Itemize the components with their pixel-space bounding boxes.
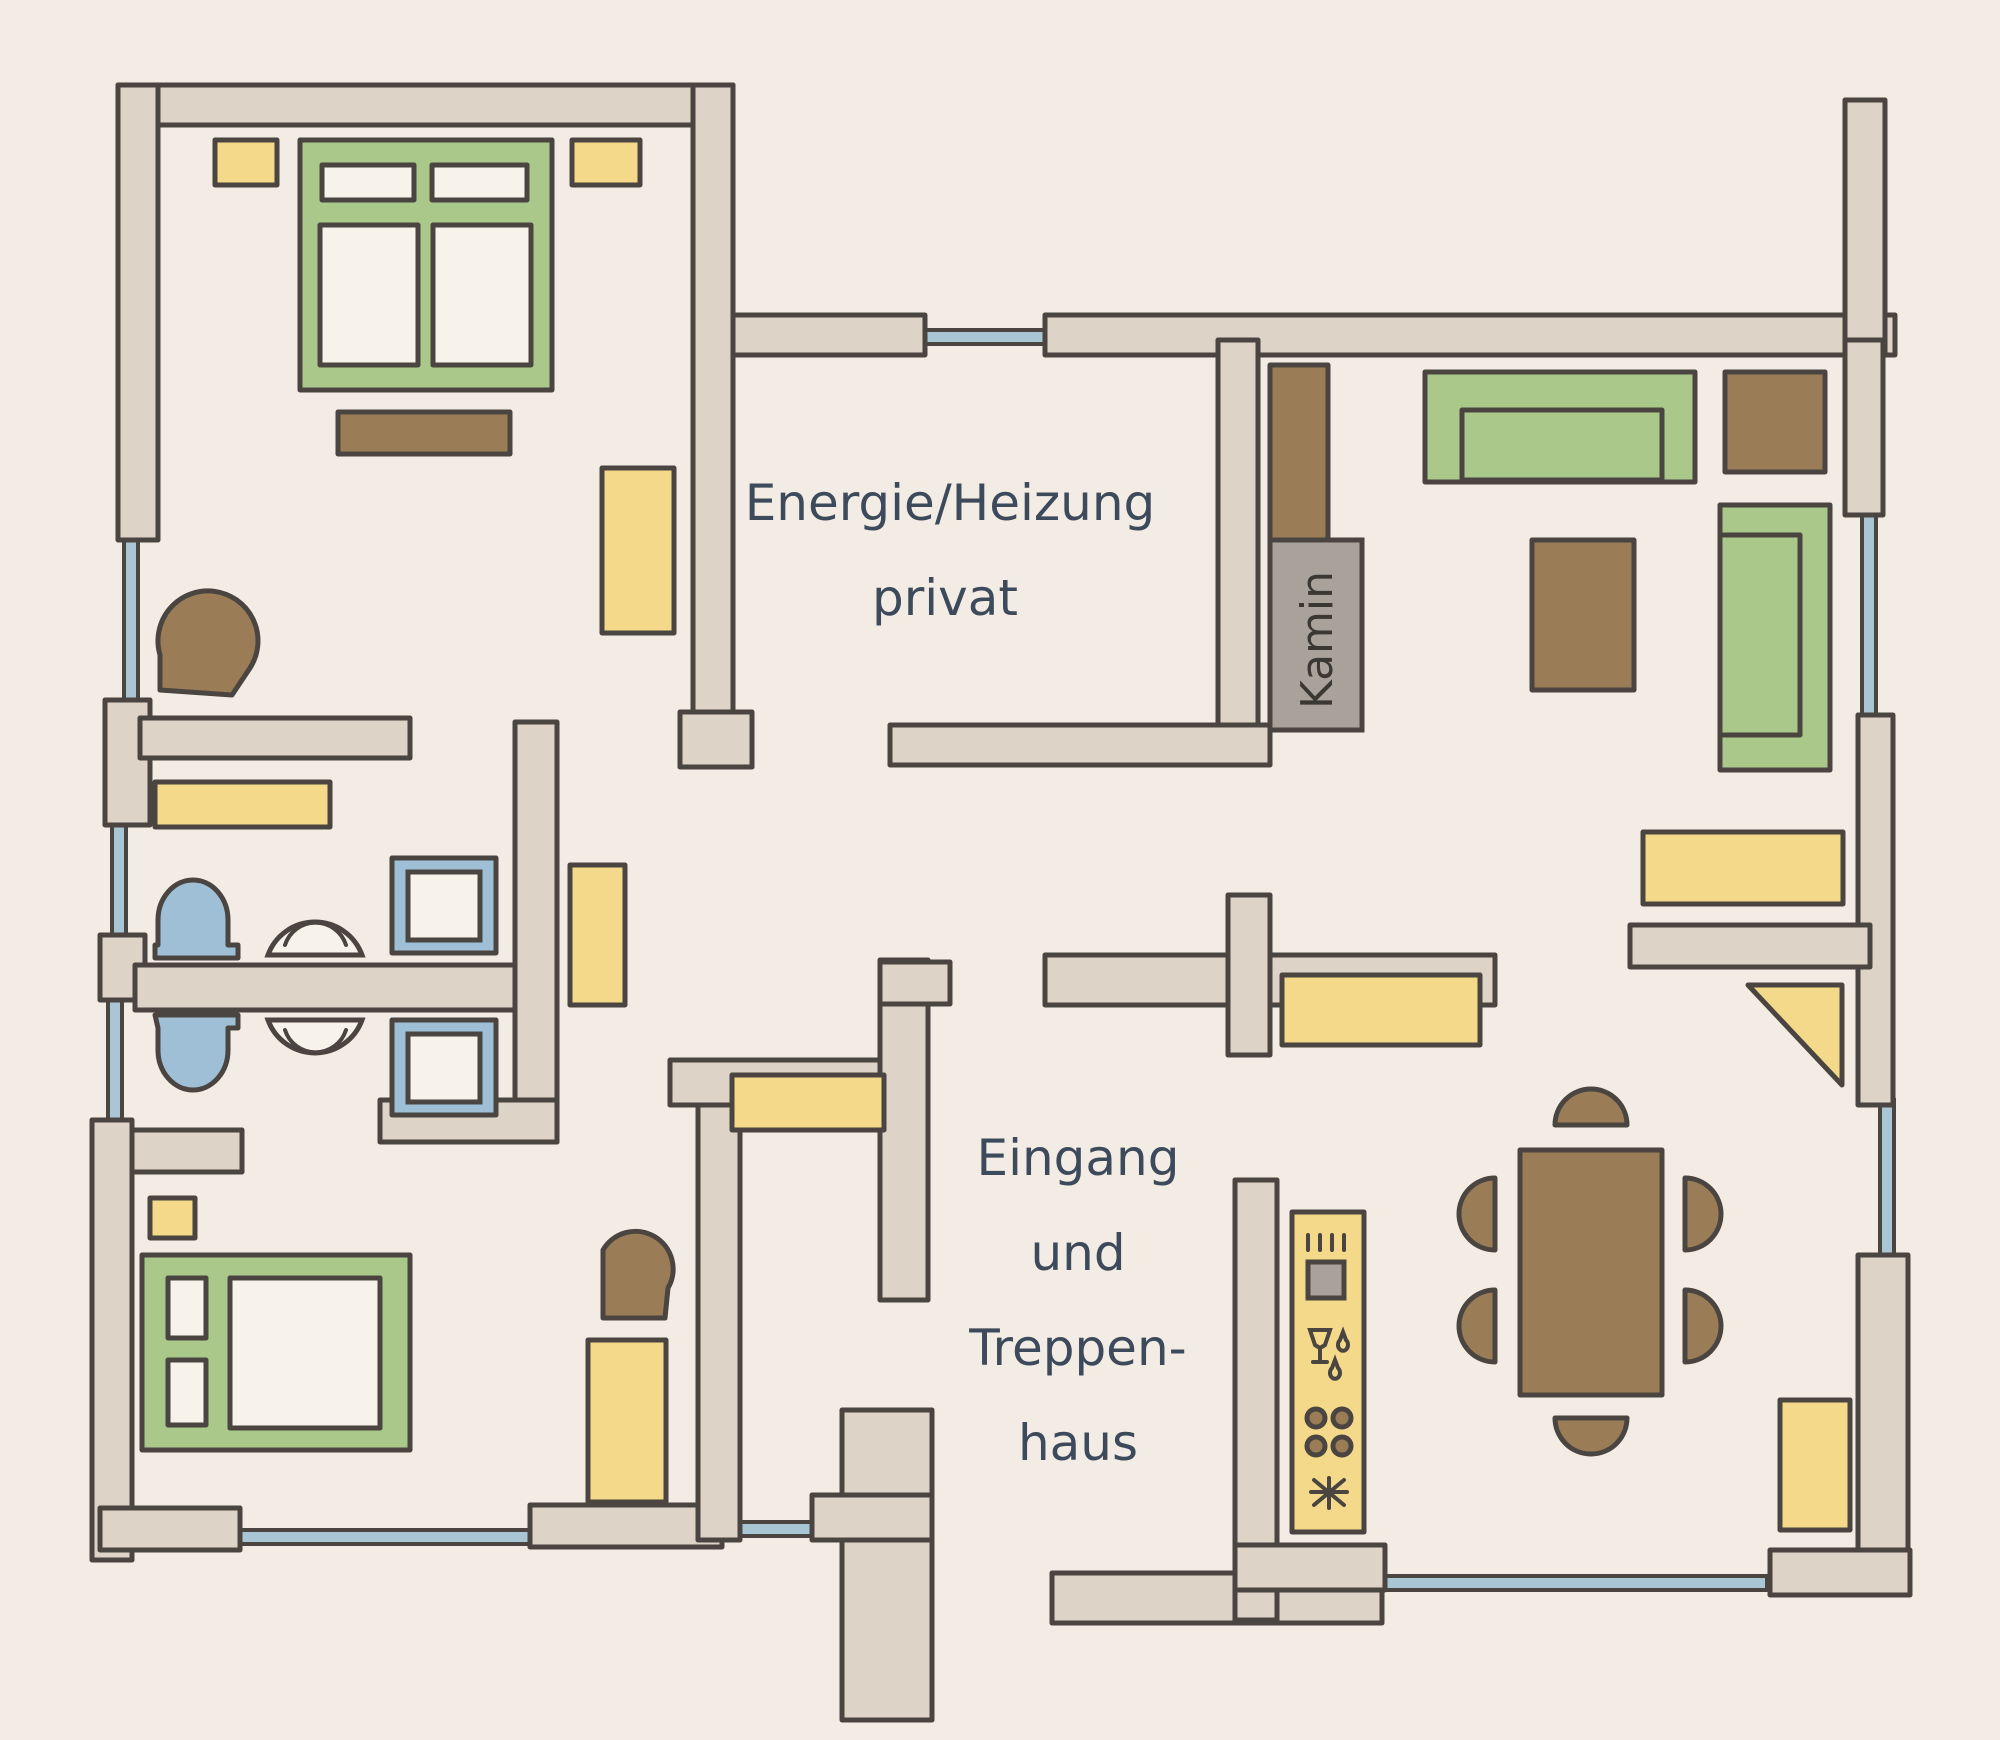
eingang-label-line4: haus [1018, 1414, 1138, 1472]
energie-label-line1: Energie/Heizung [745, 474, 1156, 532]
corner-shelf [1745, 982, 1845, 1088]
blanket-right [430, 222, 534, 368]
kamin-label: Kamin [1292, 571, 1343, 709]
nightstand-lower [147, 1195, 198, 1241]
hob-ring-4 [1330, 1434, 1354, 1458]
bathrooms [152, 779, 628, 1118]
walls [89, 82, 1913, 1723]
kitchen-dining [1289, 982, 1853, 1535]
energie-label-line2: privat [872, 569, 1018, 627]
eingang-label-line3: Treppen- [968, 1319, 1186, 1377]
pillow-right [429, 162, 530, 203]
eingang-label-line1: Eingang [977, 1129, 1180, 1187]
chair-bottom [1552, 1415, 1630, 1457]
chair-left-2 [1456, 1287, 1498, 1365]
bed-pillow-2 [165, 1357, 209, 1428]
nightstand-right [569, 137, 643, 188]
fireplace-shelf [1267, 362, 1331, 543]
fireplace [1267, 537, 1365, 733]
window-right-upper [1860, 513, 1878, 717]
sink-lower [264, 1017, 366, 1056]
window-energie-top [923, 328, 1047, 346]
window-left-bath2 [106, 998, 124, 1122]
living-room: Kamin [1267, 362, 1846, 907]
hob-ring-1 [1304, 1406, 1328, 1430]
bed-pillow-1 [165, 1275, 209, 1341]
blanket-left [317, 222, 421, 368]
hall-cabinet [567, 862, 628, 1008]
armchair-lower [600, 1228, 676, 1321]
wardrobe [599, 465, 677, 636]
bedroom-lower [139, 1072, 887, 1505]
chair-right-2 [1682, 1287, 1724, 1365]
wardrobe-lower [585, 1337, 669, 1505]
toilet-upper [152, 877, 241, 961]
bedroom-upper [155, 137, 677, 698]
window-right-lower [1878, 1098, 1896, 1257]
sink-icon [1305, 1259, 1347, 1301]
window-left-bath1 [110, 823, 128, 937]
bench [335, 409, 513, 457]
shelf-lower [729, 1072, 887, 1133]
window-bottom-left [238, 1528, 532, 1546]
sideboard-living [1640, 829, 1846, 907]
fridge-icon [1309, 1476, 1349, 1510]
window-left-upper [122, 538, 140, 702]
side-table [1722, 369, 1828, 475]
armchair [155, 588, 261, 698]
dining-cabinet [1777, 1397, 1853, 1533]
energie-room: Energie/Heizung privat [745, 474, 1156, 627]
eingang-label-line2: und [1030, 1224, 1125, 1282]
chair-right-1 [1682, 1175, 1724, 1253]
bath-shelf [152, 779, 333, 830]
nightstand-left [212, 137, 280, 188]
toilet-lower [152, 1012, 241, 1093]
window-bottom-right [1380, 1574, 1769, 1592]
eingang: Eingang und Treppen- haus [968, 972, 1483, 1472]
wine-glass-icon [1307, 1328, 1333, 1364]
chair-top [1552, 1086, 1630, 1128]
hob-ring-3 [1304, 1434, 1328, 1458]
bed-blanket [227, 1275, 383, 1431]
sofa-top-seat [1459, 407, 1665, 483]
sofa-right-seat [1717, 532, 1803, 738]
hob-ring-2 [1330, 1406, 1354, 1430]
sink-upper [264, 919, 366, 958]
dining-table [1517, 1147, 1665, 1398]
chair-left-1 [1456, 1175, 1498, 1253]
pillow-left [319, 162, 417, 203]
coffee-table [1529, 537, 1637, 693]
entry-cabinet [1279, 972, 1483, 1048]
